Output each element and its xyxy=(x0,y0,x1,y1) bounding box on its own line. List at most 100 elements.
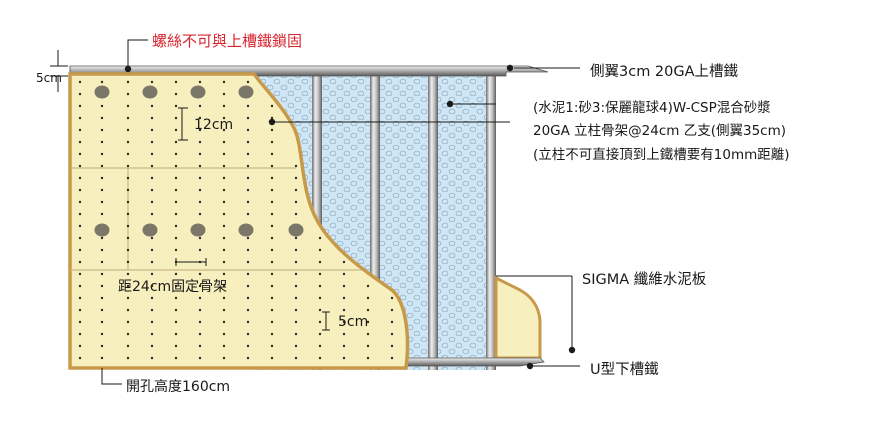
screw-dot xyxy=(126,320,130,324)
screw-dot xyxy=(198,164,202,168)
screw-dot xyxy=(246,260,250,264)
screw-dot xyxy=(198,272,202,276)
screw-dot xyxy=(126,212,130,216)
screw-dot xyxy=(78,344,82,348)
screw-dot xyxy=(126,296,130,300)
screw-dot xyxy=(270,320,274,324)
screw-dot xyxy=(174,332,178,336)
screw-dot xyxy=(366,356,370,360)
screw-dot xyxy=(78,296,82,300)
screw-dot xyxy=(150,128,154,132)
steel-stud xyxy=(370,74,380,370)
mounting-hole xyxy=(142,85,158,99)
screw-dot xyxy=(150,140,154,144)
screw-dot xyxy=(78,272,82,276)
screw-dot xyxy=(198,152,202,156)
screw-dot xyxy=(78,332,82,336)
screw-dot xyxy=(150,356,154,360)
screw-dot xyxy=(270,332,274,336)
screw-dot xyxy=(390,344,394,348)
steel-stud xyxy=(428,74,438,370)
mounting-hole xyxy=(142,223,158,237)
screw-dot xyxy=(294,344,298,348)
screw-dot xyxy=(100,140,104,144)
screw-dot xyxy=(198,308,202,312)
screw-dot xyxy=(246,188,250,192)
screw-dot xyxy=(246,200,250,204)
screw-dot xyxy=(150,104,154,108)
screw-dot xyxy=(198,344,202,348)
screw-dot xyxy=(246,152,250,156)
screw-dot xyxy=(390,356,394,360)
mounting-hole xyxy=(238,223,254,237)
bottom-track-callout: U型下槽鐵 xyxy=(590,362,659,378)
screw-dot xyxy=(150,152,154,156)
screw-dot xyxy=(198,332,202,336)
screw-dot xyxy=(342,272,346,276)
screw-dot xyxy=(222,104,226,108)
screw-dot xyxy=(126,236,130,240)
screw-dot xyxy=(78,260,82,264)
screw-dot xyxy=(294,176,298,180)
screw-dot xyxy=(366,320,370,324)
screw-dot xyxy=(100,164,104,168)
top-offset-label: 5cm xyxy=(36,71,62,85)
screw-dot xyxy=(222,284,226,288)
screw-dot xyxy=(126,176,130,180)
screw-dot xyxy=(174,164,178,168)
mortar-callout: (水泥1:砂3:保麗龍球4)W-CSP混合砂漿 xyxy=(533,100,771,116)
screw-dot xyxy=(198,176,202,180)
screw-dot xyxy=(270,140,274,144)
screw-dot xyxy=(78,200,82,204)
screw-dot xyxy=(222,164,226,168)
screw-dot xyxy=(126,104,130,108)
stud-callout: 20GA 立柱骨架@24cm 乙支(側翼35cm) xyxy=(533,123,786,139)
screw-dot xyxy=(198,200,202,204)
mounting-holes xyxy=(94,85,304,237)
screw-dot xyxy=(150,212,154,216)
screw-dot xyxy=(390,332,394,336)
screw-dot xyxy=(270,200,274,204)
screw-dot xyxy=(78,248,82,252)
screw-dot xyxy=(100,80,104,84)
screw-dot xyxy=(366,296,370,300)
screw-dot xyxy=(174,248,178,252)
screw-dot xyxy=(318,356,322,360)
mounting-hole xyxy=(94,85,110,99)
screw-dot xyxy=(150,164,154,168)
fixing-spacing-label: 距24cm固定骨架 xyxy=(118,279,228,295)
screw-dot xyxy=(318,272,322,276)
screw-dot xyxy=(100,128,104,132)
screw-dot xyxy=(174,224,178,228)
screw-dot xyxy=(78,104,82,108)
screw-dot xyxy=(174,308,178,312)
screw-dot xyxy=(366,332,370,336)
screw-dot xyxy=(246,140,250,144)
screw-dot xyxy=(342,320,346,324)
mounting-hole xyxy=(288,223,304,237)
screw-dot xyxy=(222,260,226,264)
top-note: 螺絲不可與上槽鐵鎖固 xyxy=(152,32,303,50)
leader-dots xyxy=(124,64,576,370)
stud-note-callout: (立柱不可直接頂到上鐵槽要有10mm距離) xyxy=(533,147,790,163)
screw-dot xyxy=(198,236,202,240)
screw-dot xyxy=(270,284,274,288)
screw-dot xyxy=(198,116,202,120)
screw-dot xyxy=(342,296,346,300)
screw-dot xyxy=(126,308,130,312)
screw-dot xyxy=(100,356,104,360)
screw-dot xyxy=(270,188,274,192)
screw-dot xyxy=(198,248,202,252)
vertical-spacing-label: 12cm xyxy=(194,117,234,133)
hole-height-label: 開孔高度160cm xyxy=(126,379,231,395)
screw-dot xyxy=(222,140,226,144)
screw-dot xyxy=(222,296,226,300)
steel-stud xyxy=(486,74,496,370)
screw-dot xyxy=(174,200,178,204)
screw-dot xyxy=(78,356,82,360)
screw-dot xyxy=(174,92,178,96)
screw-dot xyxy=(126,332,130,336)
screw-dot xyxy=(270,260,274,264)
screw-dot xyxy=(270,308,274,312)
screw-dot xyxy=(100,344,104,348)
